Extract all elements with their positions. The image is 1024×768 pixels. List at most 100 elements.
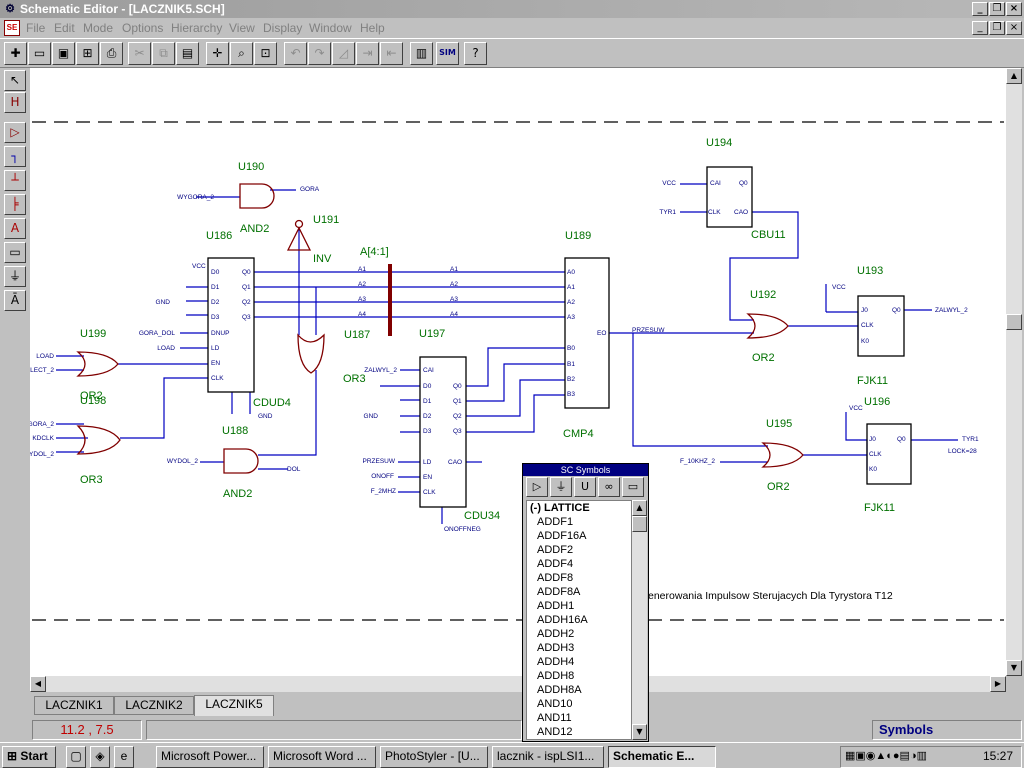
power-symbol-icon[interactable]: ⏚: [550, 477, 572, 497]
task-photostyler[interactable]: PhotoStyler - [U...: [380, 746, 488, 768]
tab-lacznik2[interactable]: LACZNIK2: [114, 696, 194, 715]
menu-display[interactable]: Display: [263, 21, 303, 35]
help-icon[interactable]: ?: [464, 42, 487, 65]
menu-options[interactable]: Options: [122, 21, 164, 35]
symbols-scrollbar[interactable]: ▲ ▼: [632, 500, 647, 740]
maximize-button[interactable]: ❐: [989, 2, 1005, 16]
component-label: U192: [750, 289, 776, 301]
menu-window[interactable]: Window: [309, 21, 352, 35]
schematic-drawing[interactable]: U190AND2U191INVU186A[4:1]U187OR3U197U189…: [30, 68, 1006, 676]
menu-view[interactable]: View: [229, 21, 255, 35]
open-library-icon[interactable]: ▭: [622, 477, 644, 497]
symbols-scroll-up[interactable]: ▲: [632, 500, 647, 516]
horizontal-scrollbar[interactable]: ◀ ▶: [30, 676, 1006, 692]
add-label-icon[interactable]: A: [4, 218, 26, 239]
hierarchy-block-icon[interactable]: H: [4, 92, 26, 113]
push-icon[interactable]: ⇥: [356, 42, 379, 65]
vertical-scroll-thumb[interactable]: [1006, 314, 1022, 330]
symbol-list-item[interactable]: ADDF8: [537, 572, 574, 584]
minimize-button[interactable]: _: [972, 2, 988, 16]
symbol-list-item[interactable]: ADDF8A: [537, 586, 581, 598]
scroll-up-button[interactable]: ▲: [1006, 68, 1022, 84]
zoom-icon[interactable]: ⌕: [230, 42, 253, 65]
symbol-list-item[interactable]: ADDH4: [537, 656, 575, 668]
symbol-list-item[interactable]: ADDH8A: [537, 684, 582, 696]
crosshair-icon[interactable]: ✛: [206, 42, 229, 65]
symbol-list-item[interactable]: ADDH2: [537, 628, 575, 640]
user-symbol-icon[interactable]: U: [574, 477, 596, 497]
symbol-list-item[interactable]: ADDF2: [537, 544, 574, 556]
symbol-list-item[interactable]: ADDF16A: [537, 530, 587, 542]
symbol-list-item[interactable]: AND12: [537, 726, 573, 738]
tray-icons[interactable]: ▦▣◉▲◐●▤◑▥: [845, 750, 927, 762]
add-bus-icon[interactable]: ╞: [4, 194, 26, 215]
menu-file[interactable]: File: [26, 21, 46, 35]
menu-edit[interactable]: Edit: [54, 21, 75, 35]
task-schematic-editor[interactable]: Schematic E...: [608, 746, 716, 768]
undo-icon[interactable]: ↶: [284, 42, 307, 65]
doc-minimize-button[interactable]: _: [972, 21, 988, 35]
io-marker-icon[interactable]: ▭: [4, 242, 26, 263]
doc-close-button[interactable]: ×: [1006, 21, 1022, 35]
symbol-list-item[interactable]: ADDF4: [537, 558, 574, 570]
symbol-list-item[interactable]: ADDH1: [537, 600, 575, 612]
scroll-right-button[interactable]: ▶: [990, 676, 1006, 692]
net-label: A1: [450, 266, 458, 273]
sim-button[interactable]: SIM: [436, 42, 459, 65]
desktop-icon[interactable]: ▢: [66, 746, 86, 768]
menu-help[interactable]: Help: [360, 21, 385, 35]
add-wire-icon[interactable]: ┐: [4, 146, 26, 167]
wire-icon[interactable]: ◿: [332, 42, 355, 65]
task-word[interactable]: Microsoft Word ...: [268, 746, 376, 768]
select-icon[interactable]: ↖: [4, 70, 26, 91]
paste-icon[interactable]: ▤: [176, 42, 199, 65]
symbols-scroll-thumb[interactable]: [632, 516, 647, 532]
save-icon[interactable]: ▣: [52, 42, 75, 65]
binoculars-icon[interactable]: ∞: [598, 477, 620, 497]
menu-mode[interactable]: Mode: [83, 21, 114, 35]
copy-icon[interactable]: ⧉: [152, 42, 175, 65]
symbol-list-item[interactable]: AND10: [537, 698, 573, 710]
waveform-icon[interactable]: ▥: [410, 42, 433, 65]
scroll-left-button[interactable]: ◀: [30, 676, 46, 692]
doc-restore-button[interactable]: ❐: [989, 21, 1005, 35]
symbol-list-item[interactable]: ADDH3: [537, 642, 575, 654]
symbol-list-item[interactable]: AND11: [537, 712, 572, 724]
scroll-down-button[interactable]: ▼: [1006, 660, 1022, 676]
app-icon[interactable]: ⚙: [5, 3, 15, 15]
task-lacznik[interactable]: lacznik - ispLSI1...: [492, 746, 604, 768]
pop-icon[interactable]: ⇤: [380, 42, 403, 65]
symbol-list-item[interactable]: ADDH8: [537, 670, 575, 682]
symbols-scroll-down[interactable]: ▼: [632, 724, 647, 740]
cut-icon[interactable]: ✂: [128, 42, 151, 65]
hierarchy-icon[interactable]: ⊞: [76, 42, 99, 65]
menu-hierarchy[interactable]: Hierarchy: [171, 21, 223, 35]
new-icon[interactable]: ✚: [4, 42, 27, 65]
print-icon[interactable]: ⎙: [100, 42, 123, 65]
vertical-scrollbar[interactable]: ▲ ▼: [1006, 68, 1022, 676]
open-folder-icon[interactable]: ▭: [28, 42, 51, 65]
add-net-icon[interactable]: ┴: [4, 170, 26, 191]
library-header[interactable]: (-) LATTICE: [530, 502, 590, 514]
gate-symbol-icon[interactable]: ▷: [526, 477, 548, 497]
symbols-window-title[interactable]: SC Symbols: [523, 464, 648, 476]
add-symbol-icon[interactable]: ▷: [4, 122, 26, 143]
close-button[interactable]: ×: [1006, 2, 1022, 16]
redo-icon[interactable]: ↷: [308, 42, 331, 65]
document-icon[interactable]: SE: [4, 20, 20, 36]
power-icon[interactable]: ⏚: [4, 266, 26, 287]
tab-lacznik1[interactable]: LACZNIK1: [34, 696, 114, 715]
zoom-fit-icon[interactable]: ⊡: [254, 42, 277, 65]
ie-icon[interactable]: e: [114, 746, 134, 768]
start-button[interactable]: ⊞ Start: [2, 746, 56, 768]
add-text-icon[interactable]: Ā: [4, 290, 26, 311]
symbol-list-item[interactable]: ADDF1: [537, 516, 574, 528]
pin-label: K0: [861, 338, 869, 345]
tab-lacznik5[interactable]: LACZNIK5: [194, 695, 274, 716]
channel-icon[interactable]: ◈: [90, 746, 110, 768]
task-powerpoint[interactable]: Microsoft Power...: [156, 746, 264, 768]
symbol-list-item[interactable]: ADDH16A: [537, 614, 588, 626]
